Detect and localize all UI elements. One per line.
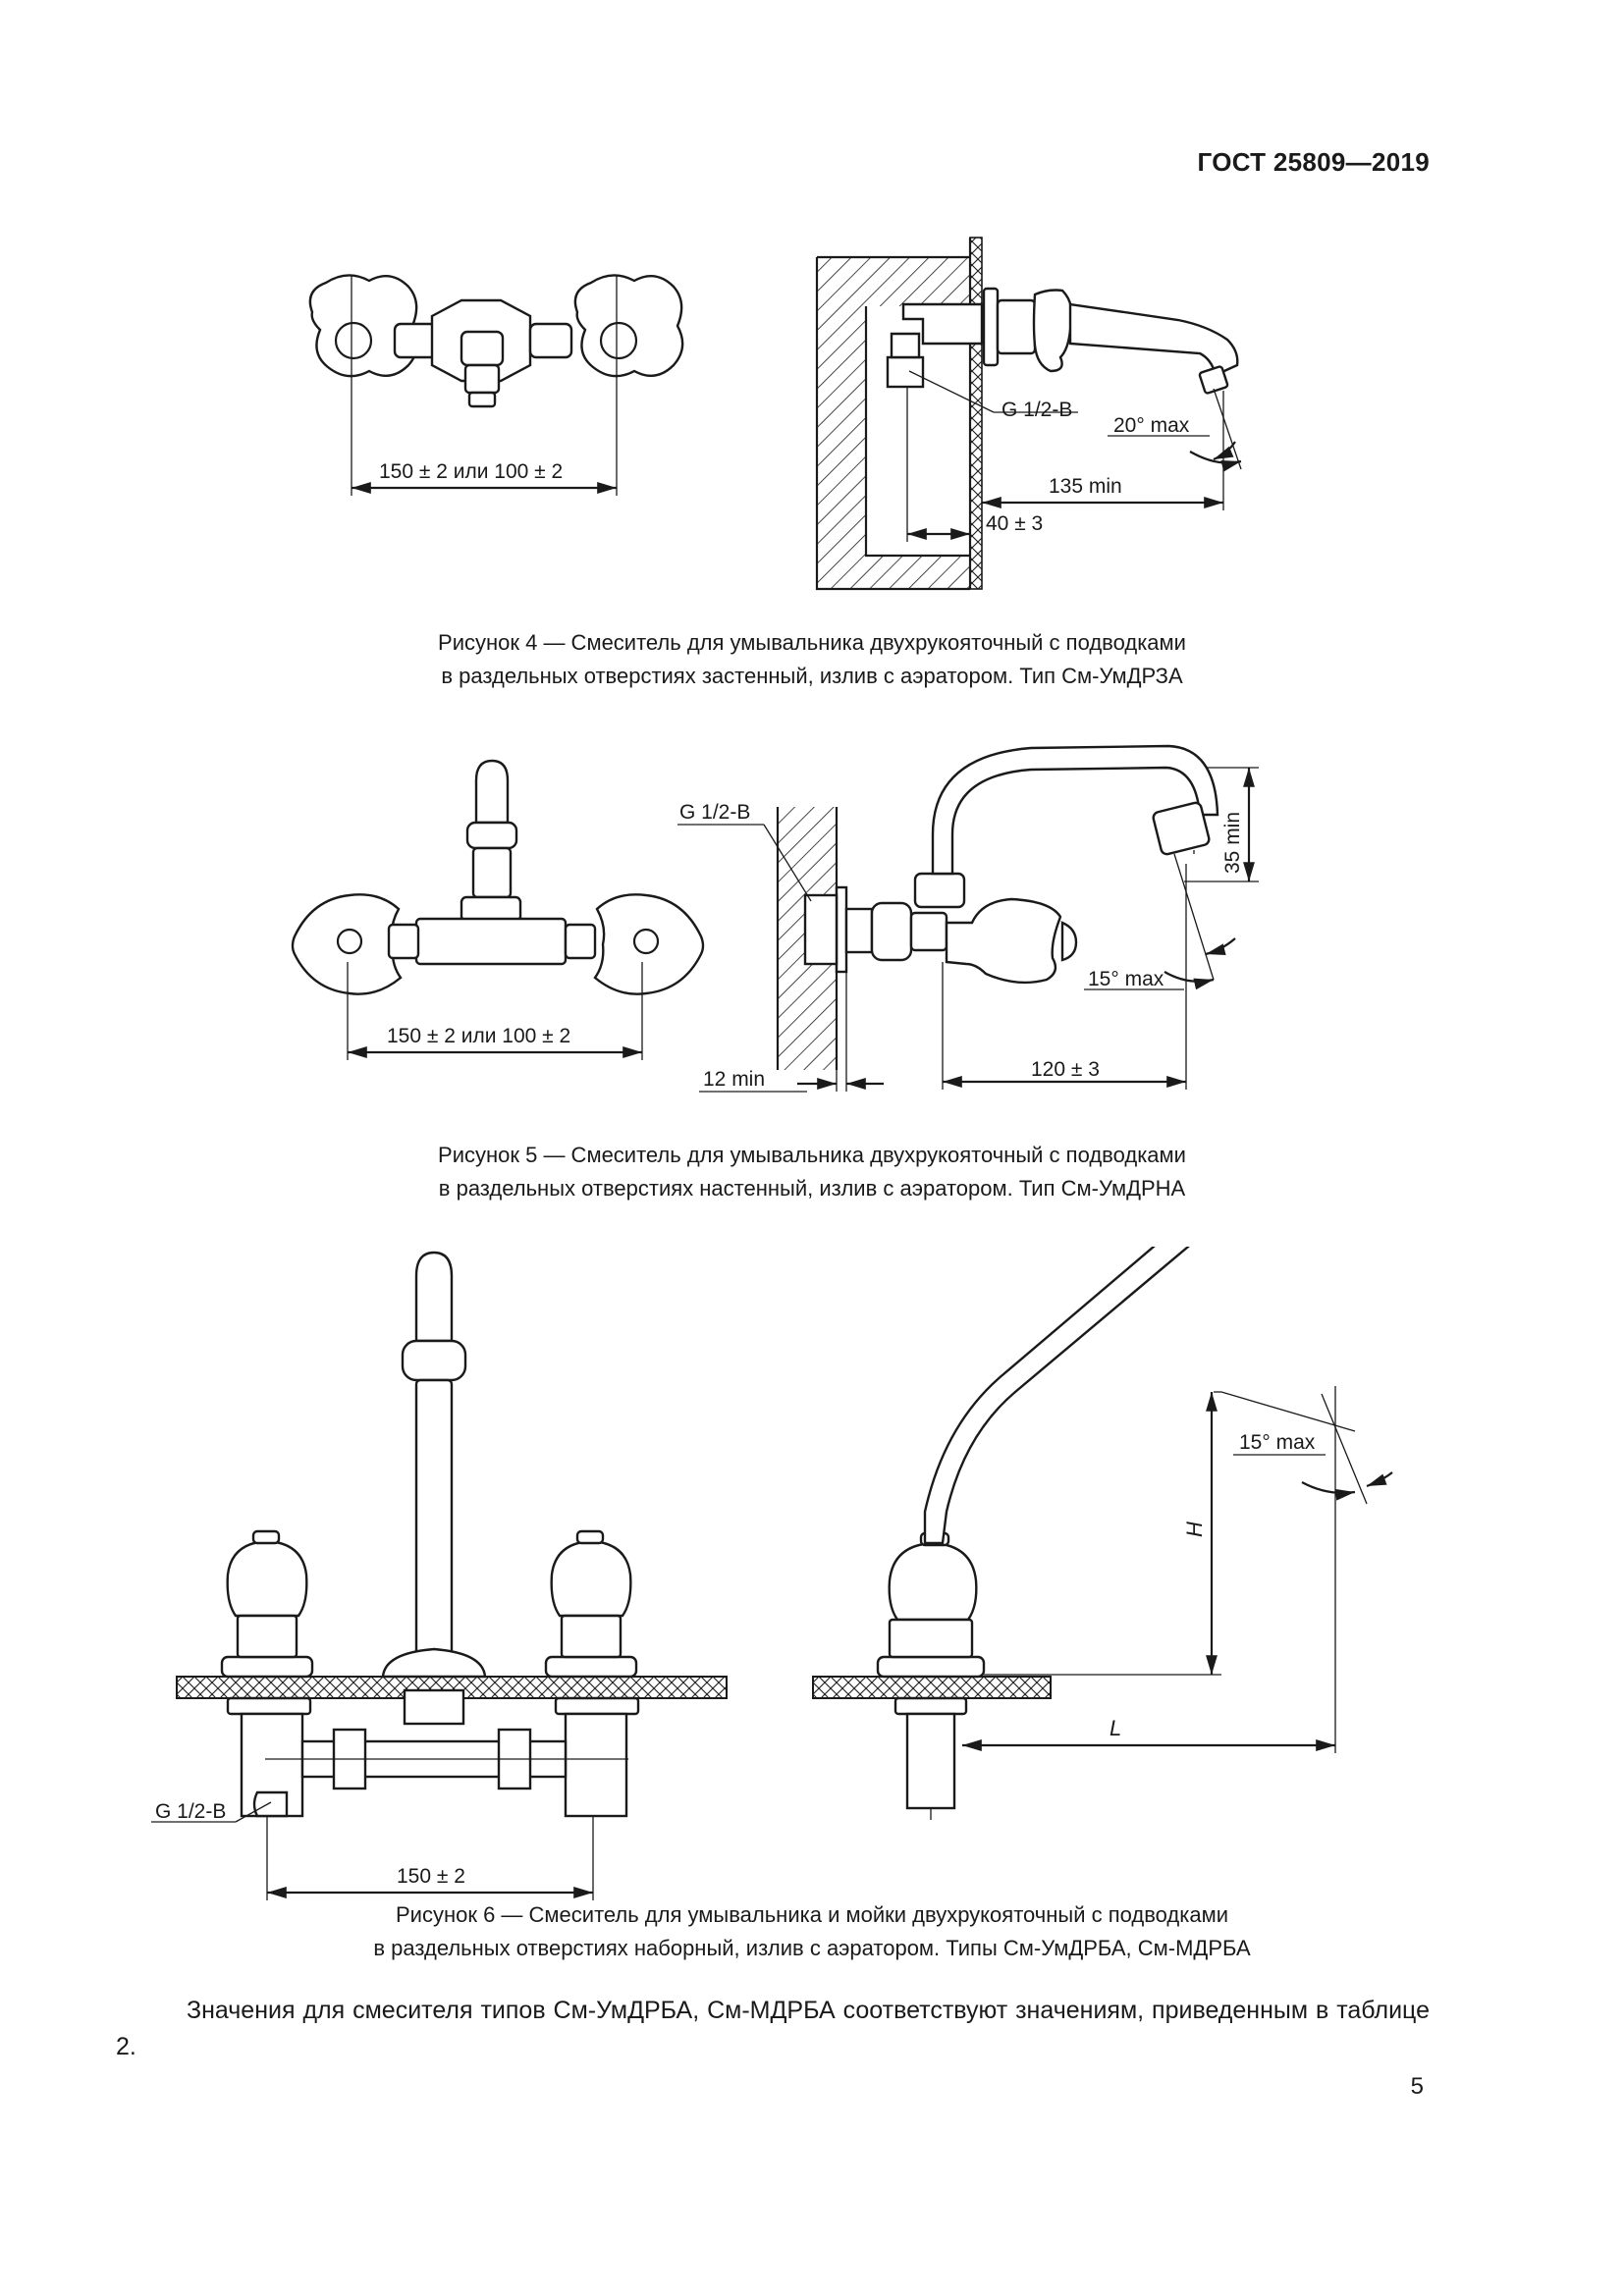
left-handle <box>291 893 420 995</box>
figure-6: G 1/2-B 150 ± 2 15° max H L <box>0 1247 1624 1973</box>
body-paragraph: Значения для смесителя типов См-УмДРБА, … <box>116 1993 1430 2065</box>
fig4-spacing-label: 150 ± 2 или 100 ± 2 <box>379 460 563 483</box>
fig6-height-label: H <box>1182 1522 1207 1537</box>
fig5-spacing-label: 150 ± 2 или 100 ± 2 <box>387 1025 570 1047</box>
fig6-length-label: L <box>1110 1716 1121 1740</box>
right-handle <box>564 893 705 995</box>
fig6-angle-label: 15° max <box>1239 1431 1316 1454</box>
figure-4-drawing: 150 ± 2 или 100 ± 2 <box>308 237 1242 591</box>
figure-5: 150 ± 2 или 100 ± 2 <box>0 726 1624 1217</box>
caption-line: Рисунок 4 — Смеситель для умывальника дв… <box>438 630 1186 655</box>
figure-6-drawing: G 1/2-B 150 ± 2 15° max H L <box>151 1247 1393 1900</box>
caption-line: в раздельных отверстиях застенный, излив… <box>441 664 1183 688</box>
figure-6-caption: Рисунок 6 — Смеситель для умывальника и … <box>0 1898 1624 1965</box>
fig5-side-view <box>677 744 1259 1093</box>
fig6-thread-label: G 1/2-B <box>155 1800 226 1823</box>
center-body <box>430 298 532 408</box>
fig5-reach-label: 120 ± 3 <box>1031 1058 1100 1081</box>
fig5-front-view <box>291 759 705 1060</box>
caption-line: в раздельных отверстиях настенный, излив… <box>438 1176 1186 1201</box>
fig5-wall-label: 12 min <box>703 1068 765 1091</box>
fig4-front-view <box>308 274 684 496</box>
fig5-thread-label: G 1/2-B <box>679 801 750 824</box>
right-handle <box>573 274 684 378</box>
figure-4: 150 ± 2 или 100 ± 2 <box>0 0 1624 707</box>
caption-line: в раздельных отверстиях наборный, излив … <box>373 1936 1251 1960</box>
fig4-reach-label: 135 min <box>1049 475 1122 498</box>
fig6-spacing-label: 150 ± 2 <box>397 1865 465 1888</box>
fig6-front-view <box>151 1251 728 1900</box>
caption-line: Рисунок 6 — Смеситель для умывальника и … <box>395 1902 1229 1927</box>
fig5-angle-label: 15° max <box>1088 968 1164 990</box>
fig4-side-view <box>815 237 1242 591</box>
fig5-height-label: 35 min <box>1221 812 1244 874</box>
fig4-thread-label: G 1/2-B <box>1001 399 1072 421</box>
note-text: Значения для смесителя типов См-УмДРБА, … <box>116 1997 1430 2060</box>
caption-line: Рисунок 5 — Смеситель для умывальника дв… <box>438 1143 1186 1167</box>
fig6-side-view <box>812 1247 1393 1820</box>
fig4-angle-label: 20° max <box>1113 414 1190 437</box>
figure-5-drawing: 150 ± 2 или 100 ± 2 <box>291 744 1259 1093</box>
page-number: 5 <box>1410 2073 1424 2100</box>
fig4-depth-label: 40 ± 3 <box>986 512 1043 535</box>
figure-4-caption: Рисунок 4 — Смеситель для умывальника дв… <box>0 626 1624 693</box>
figure-5-caption: Рисунок 5 — Смеситель для умывальника дв… <box>0 1139 1624 1205</box>
document-header: ГОСТ 25809—2019 <box>1197 147 1430 177</box>
